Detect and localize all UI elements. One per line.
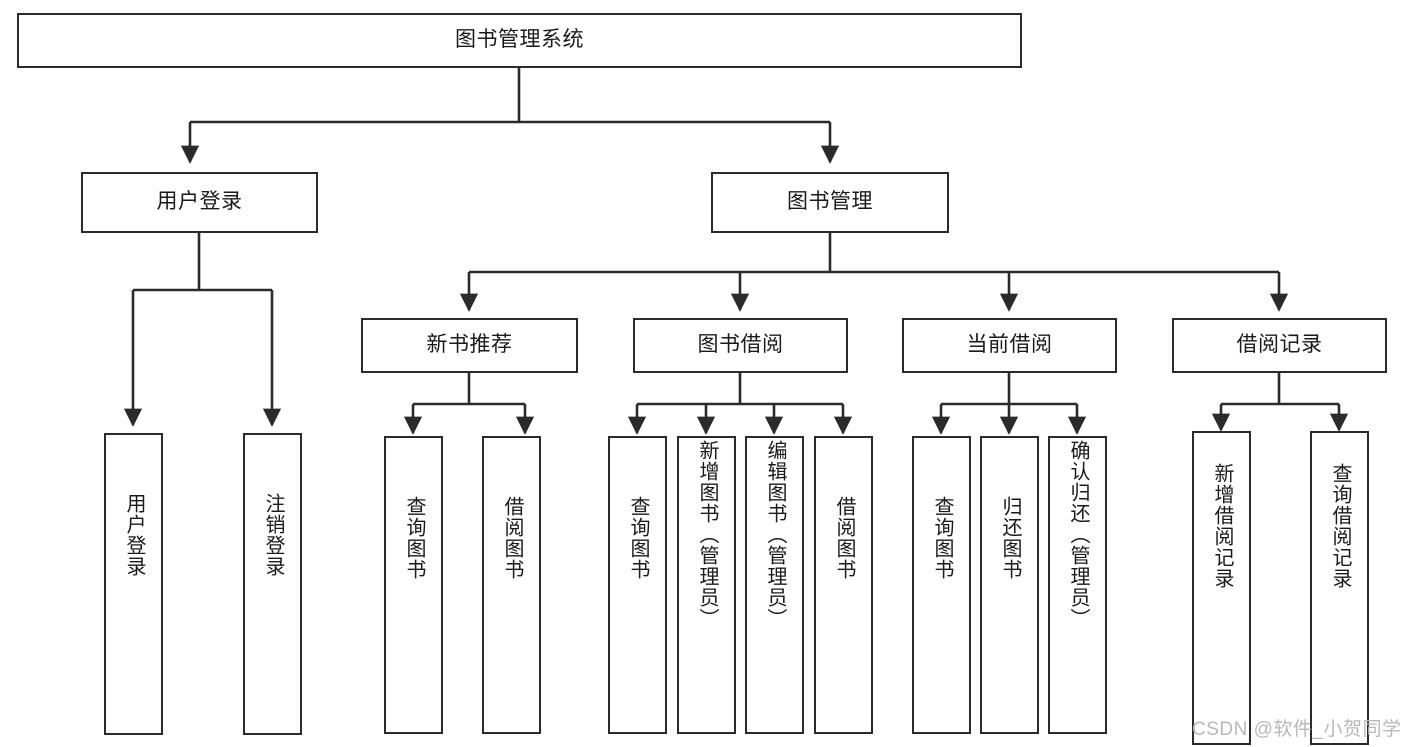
node-current-borrow-label: 当前借阅 [966,333,1053,357]
node-borrow-record-label: 借阅记录 [1236,333,1323,357]
node-user-login-label: 用户登录 [156,190,243,214]
node-leaf-edit-book-label: 编辑图书（管理员） [764,440,786,629]
node-leaf-query-book-3-label: 查询图书 [931,496,953,580]
node-leaf-query-book-3[interactable]: 查询图书 [912,436,971,734]
node-leaf-query-record-label: 查询借阅记录 [1329,463,1351,589]
node-leaf-edit-book[interactable]: 编辑图书（管理员） [745,436,804,734]
node-book-manage-label: 图书管理 [787,190,873,214]
node-leaf-add-book-label: 新增图书（管理员） [696,440,718,629]
node-leaf-borrow-book-2-label: 借阅图书 [833,496,855,580]
node-leaf-return-book-label: 归还图书 [999,496,1021,580]
node-leaf-user-login[interactable]: 用户登录 [104,433,163,735]
node-leaf-query-book-2[interactable]: 查询图书 [608,436,667,734]
node-leaf-add-record-label: 新增借阅记录 [1211,463,1233,589]
node-leaf-borrow-book-2[interactable]: 借阅图书 [814,436,873,734]
csdn-watermark: CSDN @软件_小贺同学 [1192,719,1402,740]
node-user-login[interactable]: 用户登录 [81,172,318,233]
node-new-book-rec-label: 新书推荐 [426,333,513,357]
node-book-manage[interactable]: 图书管理 [711,172,949,233]
node-current-borrow[interactable]: 当前借阅 [902,318,1117,373]
node-book-borrow-label: 图书借阅 [697,333,784,357]
node-root[interactable]: 图书管理系统 [17,13,1022,68]
node-leaf-add-record[interactable]: 新增借阅记录 [1192,431,1251,745]
node-leaf-confirm-return-label: 确认归还（管理员） [1067,440,1089,629]
node-new-book-rec[interactable]: 新书推荐 [361,318,578,373]
node-leaf-borrow-book-1-label: 借阅图书 [501,496,523,580]
node-leaf-query-record[interactable]: 查询借阅记录 [1310,431,1369,745]
node-leaf-query-book-1[interactable]: 查询图书 [384,436,443,734]
node-borrow-record[interactable]: 借阅记录 [1172,318,1387,373]
node-root-label: 图书管理系统 [455,28,584,52]
node-leaf-add-book[interactable]: 新增图书（管理员） [677,436,736,734]
node-leaf-logout[interactable]: 注销登录 [243,433,302,735]
node-leaf-borrow-book-1[interactable]: 借阅图书 [482,436,541,734]
node-leaf-user-login-label: 用户登录 [123,493,145,577]
node-leaf-confirm-return[interactable]: 确认归还（管理员） [1048,436,1107,734]
node-leaf-return-book[interactable]: 归还图书 [980,436,1039,734]
node-book-borrow[interactable]: 图书借阅 [633,318,848,373]
node-leaf-query-book-2-label: 查询图书 [627,496,649,580]
node-leaf-query-book-1-label: 查询图书 [403,496,425,580]
node-leaf-logout-label: 注销登录 [262,493,284,577]
